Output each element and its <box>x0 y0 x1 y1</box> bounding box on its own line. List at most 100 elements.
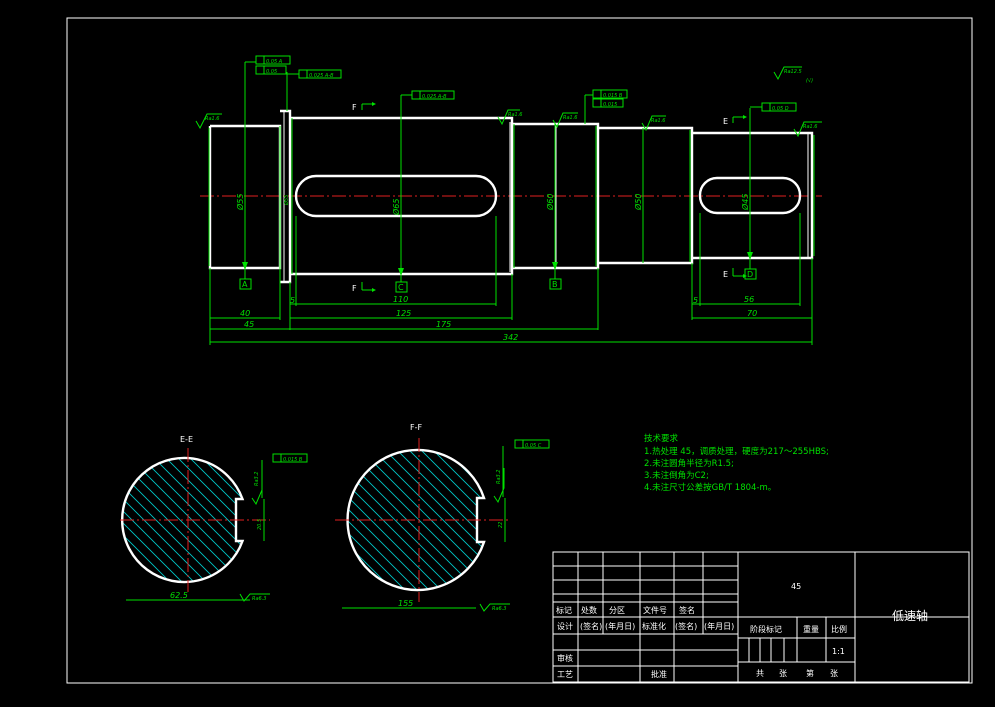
roughness-sec3: Ra6.3 <box>252 596 267 602</box>
section-ee-title: E-E <box>180 435 193 444</box>
dim-45: 45 <box>244 320 254 329</box>
section-ff-title: F-F <box>410 423 422 432</box>
tb-standard: 标准化 <box>642 621 666 631</box>
tb-h-count: 处数 <box>581 605 597 615</box>
tb-date2: (年月日) <box>704 621 734 631</box>
tb-approve: 批准 <box>651 669 667 679</box>
datum-a: A <box>242 280 248 289</box>
roughness-sec1: Ra3.2 <box>254 472 260 487</box>
tb-part-name: 低速轴 <box>892 608 928 623</box>
hatch-line <box>122 458 185 582</box>
tb-total: 共 <box>756 669 764 678</box>
hatch-line <box>347 450 468 590</box>
notes-line-2: 2.未注圆角半径为R1.5; <box>644 458 734 469</box>
dim-5-left: 5 <box>290 296 295 305</box>
datum-d: D <box>747 270 753 279</box>
tb-design: 设计 <box>557 621 573 631</box>
tb-stage: 阶段标记 <box>750 624 782 634</box>
datum-b: B <box>552 280 558 289</box>
hatch-line <box>370 450 484 590</box>
notes-line-4: 4.未注尺寸公差按GB/T 1804-m。 <box>644 482 776 493</box>
section-f-bottom: F <box>352 284 357 293</box>
dim-5-right: 5 <box>693 296 698 305</box>
tb-process: 工艺 <box>557 670 573 679</box>
tol-frame-ff: 0.05 C <box>525 443 542 449</box>
roughness-4: Ra1.6 <box>651 118 666 124</box>
tol-frame-1: 0.05 A <box>266 59 283 65</box>
roughness-3: Ra1.6 <box>563 115 578 121</box>
section-ff: F-F 155 22 0.05 C Ra3.2 Ra6.3 <box>335 423 635 612</box>
notes-title: 技术要求 <box>644 433 679 444</box>
dim-342: 342 <box>503 333 518 342</box>
roughness-1: Ra1.6 <box>205 116 220 122</box>
section-markers: F F E E <box>352 102 747 293</box>
tol-frame-3: 0.05 <box>266 69 277 75</box>
dim-125: 125 <box>396 309 411 318</box>
shaft-segment-2 <box>290 116 514 276</box>
tb-sign2: (签名) <box>675 621 697 631</box>
tolerance-frames: 0.05 A 0.05 0.025 A-B 0.025 A-B 0.015 B … <box>244 55 797 133</box>
notes-line-1: 1.热处理 45，调质处理，硬度为217～255HBS; <box>644 446 829 457</box>
section-e-bottom: E <box>723 270 728 279</box>
hatch-line <box>199 458 243 582</box>
section-e-top: E <box>723 117 728 126</box>
roughness-5: Ra1.6 <box>803 124 818 130</box>
drawing-border <box>66 17 973 684</box>
shaft-main-view <box>200 109 822 284</box>
tb-sign1: (签名) <box>580 621 602 631</box>
keyway-left <box>294 174 498 218</box>
hatch-line <box>347 450 420 590</box>
dia-label-b: Ø60 <box>545 194 555 211</box>
hatch-line <box>187 458 243 582</box>
tol-frame-2: 0.025 A-B <box>309 73 334 79</box>
tol-frame-5: 0.015 B <box>603 93 623 99</box>
tol-frame-ee: 0.015 B <box>283 457 303 463</box>
hatch-line <box>466 450 484 590</box>
hatch-line <box>248 456 376 584</box>
tb-h-zone: 分区 <box>609 606 625 615</box>
tol-frame-6: 0.015 <box>603 102 617 108</box>
dim-175: 175 <box>436 320 451 329</box>
dim-40: 40 <box>240 309 250 318</box>
section-f-top: F <box>352 103 357 112</box>
dim-110: 110 <box>393 295 408 304</box>
dia-label-a: Ø55 <box>235 194 245 211</box>
tb-scale: 1:1 <box>832 647 845 656</box>
hatch-line <box>491 448 635 592</box>
length-dimensions: 5 110 5 56 40 125 70 45 175 342 <box>209 213 813 345</box>
hatch-line <box>122 458 137 582</box>
dim-56: 56 <box>744 295 754 304</box>
section-ee-outline <box>121 456 245 584</box>
section-ee: E-E 62.5 20.5 0.015 B Ra3.2 Ra6.3 <box>120 435 376 602</box>
datum-markers: A C B D <box>239 258 757 293</box>
dim-70: 70 <box>747 309 757 318</box>
section-ff-outline <box>346 448 486 592</box>
dia-label-f: Ø45 <box>740 194 750 211</box>
section-ff-depth: 22 <box>498 522 504 528</box>
roughness-symbols: Ra1.6 Ra1.6 Ra1.6 Ra1.6 Ra1.6 Ra12.5 (√) <box>195 66 822 138</box>
tb-h-mark: 标记 <box>556 605 572 615</box>
hatch-line <box>347 450 408 590</box>
hatch-line <box>347 450 396 590</box>
tb-weight: 重量 <box>803 624 819 634</box>
roughness-2: Ra1.6 <box>508 112 523 118</box>
tb-material: 45 <box>791 582 801 591</box>
hatch-line <box>122 458 125 582</box>
technical-notes: 技术要求 1.热处理 45，调质处理，硬度为217～255HBS; 2.未注圆角… <box>644 433 829 493</box>
section-ee-diameter: 62.5 <box>170 591 188 600</box>
tb-h-docno: 文件号 <box>643 605 667 615</box>
roughness-sec2: Ra3.2 <box>496 470 502 485</box>
hatch-line <box>430 450 484 590</box>
roughness-general-suffix: (√) <box>806 78 813 84</box>
tb-review: 审核 <box>557 653 573 663</box>
roughness-sec4: Ra6.3 <box>492 606 507 612</box>
shaft-collar <box>280 109 292 284</box>
tb-h-sign: 签名 <box>679 605 695 615</box>
diameter-dimensions: Ø55 Ø65 Ø60 Ø50 Ø45 Ø55 <box>235 118 753 276</box>
tb-num: 第 <box>806 668 814 678</box>
title-block: 45 低速轴 标记 处数 分区 文件号 签名 设计 (签名) (年月日) 标准化… <box>552 551 970 683</box>
tb-sheets2: 张 <box>830 669 838 678</box>
hatch-line <box>122 458 243 582</box>
tol-frame-4: 0.025 A-B <box>422 94 447 100</box>
